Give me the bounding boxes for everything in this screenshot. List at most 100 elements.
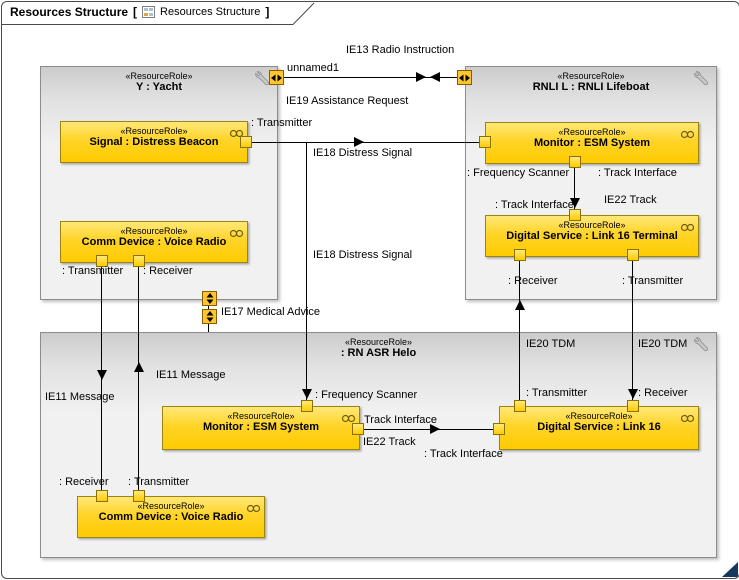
- connector-ie22-helo[interactable]: [364, 429, 493, 430]
- port-helo-link16-track-interface[interactable]: [493, 423, 505, 435]
- arrowhead-right-ie19: [416, 72, 426, 82]
- label-ie22-track-lifeboat: IE22 Track: [604, 194, 657, 206]
- label-helo-link16-track-interface: : Track Interface: [424, 448, 503, 460]
- label-ie11-message-right: IE11 Message: [156, 369, 226, 381]
- label-lifeboat-link16-transmitter: : Transmitter: [622, 275, 684, 287]
- stereotype-label: «ResourceRole»: [558, 220, 626, 230]
- connector-ie18-horizontal[interactable]: [252, 142, 479, 143]
- diagram-icon: [142, 6, 156, 18]
- container-name: Y : Yacht: [135, 81, 183, 93]
- label-ie20-tdm-left: IE20 TDM: [526, 338, 576, 350]
- flowport-helo-medical-advice[interactable]: [202, 309, 217, 324]
- port-helo-esm-track-interface[interactable]: [352, 423, 364, 435]
- port-helo-link16-receiver[interactable]: [627, 400, 639, 412]
- role-circles-icon: [680, 219, 695, 237]
- bidirectional-vertical-arrows-icon: [206, 311, 213, 322]
- wrench-icon: [694, 337, 710, 358]
- part-name: Comm Device : Voice Radio: [98, 511, 244, 523]
- label-ie22-track-helo: IE22 Track: [363, 436, 416, 448]
- container-rnli-lifeboat[interactable]: «ResourceRole» RNLI L : RNLI Lifeboat: [465, 66, 717, 300]
- part-name: Monitor : ESM System: [533, 137, 651, 149]
- port-helo-radio-receiver[interactable]: [96, 490, 108, 502]
- label-ie17-medical-advice: IE17 Medical Advice: [221, 306, 321, 318]
- stereotype-label: «ResourceRole»: [227, 411, 295, 421]
- stereotype-label: «ResourceRole»: [557, 71, 625, 81]
- port-lifeboat-esm-frequency-scanner[interactable]: [479, 136, 491, 148]
- label-ie18-distress-signal-v: IE18 Distress Signal: [313, 249, 413, 261]
- stereotype-label: «ResourceRole»: [137, 501, 205, 511]
- connector-ie18-vertical[interactable]: [306, 143, 307, 400]
- label-lifeboat-link16-receiver: : Receiver: [508, 275, 558, 287]
- port-yacht-radio-transmitter[interactable]: [96, 255, 108, 267]
- port-lifeboat-link16-transmitter[interactable]: [627, 249, 639, 261]
- part-helo-comm-device-voice-radio[interactable]: «ResourceRole» Comm Device : Voice Radio: [77, 496, 265, 538]
- label-ie20-tdm-right: IE20 TDM: [638, 338, 688, 350]
- label-unnamed1: unnamed1: [287, 62, 339, 74]
- arrowhead-left-ie13: [430, 72, 440, 82]
- role-circles-icon: [229, 125, 244, 143]
- connector-ie20-right[interactable]: [632, 261, 633, 400]
- connector-ie11-right[interactable]: [138, 267, 139, 490]
- arrowhead-down-ie20-right: [628, 389, 638, 399]
- role-circles-icon: [246, 500, 261, 518]
- connector-ie20-left[interactable]: [519, 261, 520, 400]
- bracket-open: [: [133, 5, 138, 19]
- label-yacht-radio-receiver: : Receiver: [143, 265, 193, 277]
- port-lifeboat-link16-receiver[interactable]: [514, 249, 526, 261]
- container-name: RNLI L : RNLI Lifeboat: [532, 81, 650, 93]
- port-lifeboat-esm-track-interface[interactable]: [569, 156, 581, 168]
- diagram-ref-name: Resources Structure: [160, 6, 261, 18]
- bidirectional-vertical-arrows-icon: [206, 293, 213, 304]
- part-name: Monitor : ESM System: [202, 421, 320, 433]
- stereotype-label: «ResourceRole»: [565, 411, 633, 421]
- flowport-yacht-unnamed1[interactable]: [269, 70, 284, 85]
- port-yacht-radio-receiver[interactable]: [133, 255, 145, 267]
- wrench-icon: [694, 71, 710, 92]
- label-ie18-distress-signal-h: IE18 Distress Signal: [313, 147, 413, 159]
- role-circles-icon: [680, 410, 695, 428]
- port-beacon-transmitter[interactable]: [240, 136, 252, 148]
- stereotype-label: «ResourceRole»: [120, 126, 188, 136]
- port-lifeboat-link16-track-interface[interactable]: [569, 209, 581, 221]
- label-helo-radio-receiver: : Receiver: [59, 476, 109, 488]
- part-helo-monitor-esm-system[interactable]: «ResourceRole» Monitor : ESM System: [162, 406, 360, 450]
- port-helo-radio-transmitter[interactable]: [133, 490, 145, 502]
- bidirectional-horizontal-arrows-icon: [459, 74, 470, 81]
- label-helo-link16-transmitter: : Transmitter: [526, 387, 588, 399]
- connector-ie22-lifeboat[interactable]: [574, 168, 575, 209]
- label-lifeboat-esm-track-interface: : Track Interface: [598, 167, 677, 179]
- label-ie13-radio-instruction: IE13 Radio Instruction: [346, 44, 455, 56]
- wrench-icon: [255, 71, 271, 92]
- role-circles-icon: [680, 126, 695, 144]
- arrowhead-up-ie20-left: [515, 300, 525, 310]
- label-helo-link16-receiver: : Receiver: [638, 387, 688, 399]
- container-name: : RN ASR Helo: [340, 347, 417, 359]
- part-signal-distress-beacon[interactable]: «ResourceRole» Signal : Distress Beacon: [60, 121, 248, 163]
- diagram-title: Resources Structure: [10, 5, 129, 19]
- connector-ie17-lower[interactable]: [208, 324, 209, 332]
- flowport-yacht-medical-advice[interactable]: [202, 291, 217, 306]
- arrowhead-up-ie11-right: [134, 362, 144, 372]
- port-helo-link16-transmitter[interactable]: [514, 400, 526, 412]
- stereotype-label: «ResourceRole»: [120, 226, 188, 236]
- diagram-frame-heading: Resources Structure [ Resources Structur…: [10, 5, 269, 19]
- label-lifeboat-link16-track-interface: : Track Interface: [495, 199, 574, 211]
- part-name: Signal : Distress Beacon: [89, 136, 219, 148]
- flowport-lifeboat-boundary[interactable]: [457, 70, 472, 85]
- part-name: Comm Device : Voice Radio: [81, 236, 227, 248]
- bidirectional-horizontal-arrows-icon: [271, 74, 282, 81]
- label-ie19-assistance-request: IE19 Assistance Request: [286, 95, 409, 107]
- part-yacht-comm-device-voice-radio[interactable]: «ResourceRole» Comm Device : Voice Radio: [60, 221, 248, 263]
- connector-ie13-ie19[interactable]: [284, 77, 457, 78]
- label-beacon-transmitter: : Transmitter: [251, 117, 313, 129]
- stereotype-label: «ResourceRole»: [125, 71, 193, 81]
- label-yacht-radio-transmitter: : Transmitter: [62, 265, 124, 277]
- label-helo-esm-track-interface: Track Interface: [364, 414, 437, 426]
- label-helo-radio-transmitter: : Transmitter: [128, 476, 190, 488]
- connector-ie17-mid[interactable]: [208, 306, 209, 309]
- arrowhead-down-ie18: [302, 389, 312, 399]
- part-lifeboat-monitor-esm-system[interactable]: «ResourceRole» Monitor : ESM System: [485, 122, 699, 164]
- port-helo-esm-frequency-scanner[interactable]: [301, 400, 313, 412]
- part-digital-service-link16[interactable]: «ResourceRole» Digital Service : Link 16: [499, 406, 699, 450]
